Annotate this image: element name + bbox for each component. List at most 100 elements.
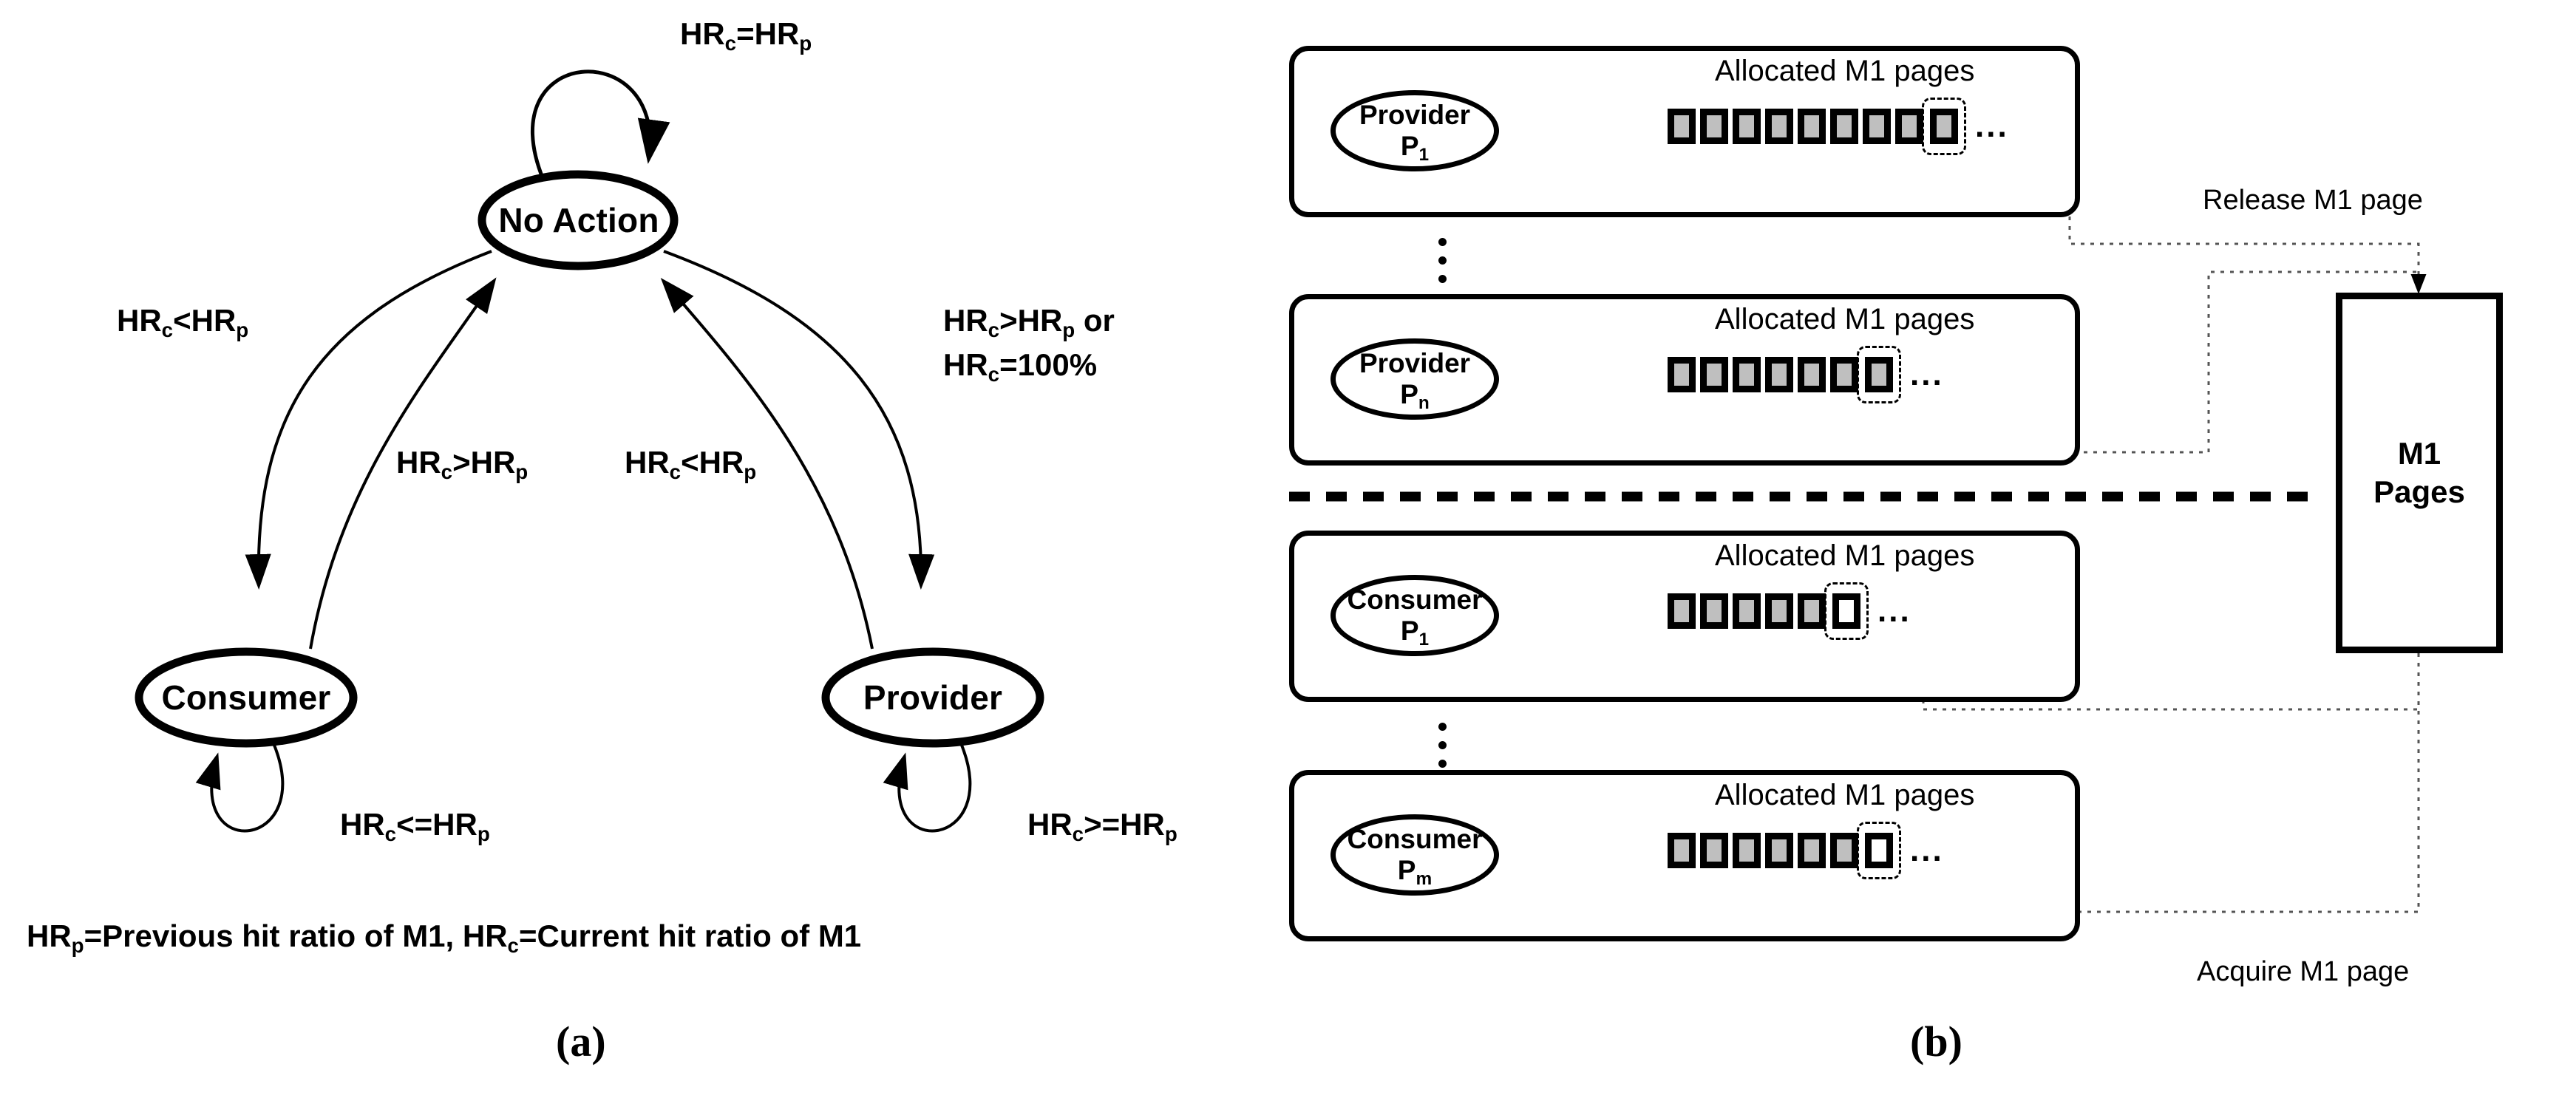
vertical-dots-providers (1438, 238, 1447, 283)
edge-self-no-action (531, 69, 670, 180)
page-square-filled-icon (1700, 109, 1728, 144)
page-row-consumer-pm: ... (1668, 822, 1944, 879)
actor-ellipse-provider-pn: Provider Pn (1331, 338, 1499, 420)
pages-label-provider-pn: Allocated M1 pages (1715, 303, 1975, 335)
page-square-filled-icon (1765, 593, 1793, 629)
page-slot (1700, 109, 1728, 144)
page-slot (1830, 109, 1858, 144)
page-square-filled-icon (1733, 357, 1761, 392)
state-no-action-shape (478, 170, 679, 270)
page-row-consumer-p1: ... (1668, 582, 1911, 640)
page-slot (1733, 109, 1761, 144)
m1-pages-pool-line1: M1 (2397, 435, 2441, 471)
page-slot (1765, 833, 1793, 868)
page-square-filled-icon (1798, 357, 1826, 392)
actor-index-provider-pn: Pn (1400, 379, 1430, 414)
edge-label-noaction-to-provider-line2: HRc=100% (943, 347, 1098, 386)
flow-label-release: Release M1 page (2203, 185, 2423, 216)
page-square-filled-icon (1765, 109, 1793, 144)
flow-release-p1 (2068, 159, 2427, 294)
page-slot (1700, 357, 1728, 392)
page-square-filled-icon (1733, 109, 1761, 144)
page-square-filled-icon (1765, 833, 1793, 868)
state-consumer-label: Consumer (161, 678, 331, 717)
page-slot (1668, 833, 1696, 868)
actor-ellipse-consumer-p1: Consumer P1 (1331, 575, 1499, 656)
page-square-filled-icon (1895, 109, 1923, 144)
panel-a-caption: (a) (556, 1018, 606, 1066)
page-slot (1668, 109, 1696, 144)
state-no-action-label: No Action (498, 201, 659, 239)
page-square-filled-icon (1700, 593, 1728, 629)
edge-label-noaction-to-consumer: HRc<HRp (117, 303, 249, 342)
page-square-filled-icon (1700, 357, 1728, 392)
pages-label-consumer-pm: Allocated M1 pages (1715, 779, 1975, 811)
edge-provider-to-noaction (660, 277, 874, 650)
actor-index-provider-p1: P1 (1400, 131, 1430, 166)
page-slot (1830, 833, 1858, 868)
page-square-filled-icon (1668, 593, 1696, 629)
panel-b-caption: (b) (1910, 1018, 1962, 1066)
page-square-filled-icon (1668, 109, 1696, 144)
flow-label-acquire: Acquire M1 page (2197, 956, 2410, 987)
page-row-provider-p1: ... (1668, 98, 2009, 155)
actor-index-consumer-pm: Pm (1397, 855, 1433, 890)
page-row-ellipsis: ... (1910, 356, 1944, 392)
page-square-filled-icon (1798, 109, 1826, 144)
edge-consumer-to-noaction (309, 277, 497, 650)
page-square-filled-icon (1668, 833, 1696, 868)
actor-index-consumer-p1: P1 (1400, 616, 1430, 650)
page-square-filled-icon (1798, 593, 1826, 629)
actor-role-provider-p1: Provider (1359, 100, 1471, 130)
page-slot (1895, 109, 1923, 144)
actor-role-provider-pn: Provider (1359, 348, 1471, 378)
page-slot (1798, 833, 1826, 868)
page-slot-selected (1857, 822, 1901, 879)
flow-release-pn (2039, 270, 2419, 454)
edge-label-self-provider: HRc>=HRp (1027, 807, 1177, 846)
m1-pages-pool-line2: Pages (2373, 474, 2465, 509)
edge-label-provider-to-noaction: HRc<HRp (625, 445, 757, 484)
page-row-ellipsis: ... (1975, 108, 2009, 144)
page-slot (1668, 593, 1696, 629)
page-square-filled-icon (1765, 357, 1793, 392)
vertical-dots-consumers (1438, 723, 1447, 768)
page-square-filled-icon (1830, 833, 1858, 868)
state-consumer-shape (135, 647, 358, 748)
edge-label-self-no-action: HRc=HRp (680, 16, 812, 55)
page-square-filled-icon (1930, 109, 1958, 144)
pages-label-consumer-p1: Allocated M1 pages (1715, 539, 1975, 572)
page-square-filled-icon (1830, 109, 1858, 144)
edge-self-provider (883, 743, 972, 833)
page-square-filled-icon (1733, 833, 1761, 868)
actor-label-consumer-pm: Consumer Pm (1348, 824, 1483, 890)
panel-a-legend: HRp=Previous hit ratio of M1, HRc=Curren… (27, 918, 862, 958)
page-slot-selected (1922, 98, 1966, 155)
pages-label-provider-p1: Allocated M1 pages (1715, 55, 1975, 87)
page-slot (1798, 357, 1826, 392)
page-slot (1765, 109, 1793, 144)
m1-pages-pool: M1 Pages (2336, 293, 2503, 653)
edge-self-consumer (195, 743, 285, 833)
page-slot (1700, 593, 1728, 629)
flow-acquire-pm (1980, 653, 2420, 913)
page-row-provider-pn: ... (1668, 346, 1944, 403)
page-square-filled-icon (1733, 593, 1761, 629)
edge-noaction-to-consumer (245, 250, 492, 590)
page-slot (1733, 833, 1761, 868)
page-slot-selected (1824, 582, 1869, 640)
page-slot (1863, 109, 1891, 144)
page-square-empty-icon (1832, 593, 1860, 629)
page-slot (1700, 833, 1728, 868)
page-row-ellipsis: ... (1910, 832, 1944, 868)
page-row-ellipsis: ... (1877, 593, 1911, 629)
actor-ellipse-consumer-pm: Consumer Pm (1331, 814, 1499, 896)
edge-label-noaction-to-provider-line1: HRc>HRp or (943, 303, 1115, 342)
actor-ellipse-provider-p1: Provider P1 (1331, 90, 1499, 171)
page-square-filled-icon (1830, 357, 1858, 392)
page-square-filled-icon (1700, 833, 1728, 868)
actor-label-provider-pn: Provider Pn (1359, 348, 1471, 414)
page-slot (1668, 357, 1696, 392)
